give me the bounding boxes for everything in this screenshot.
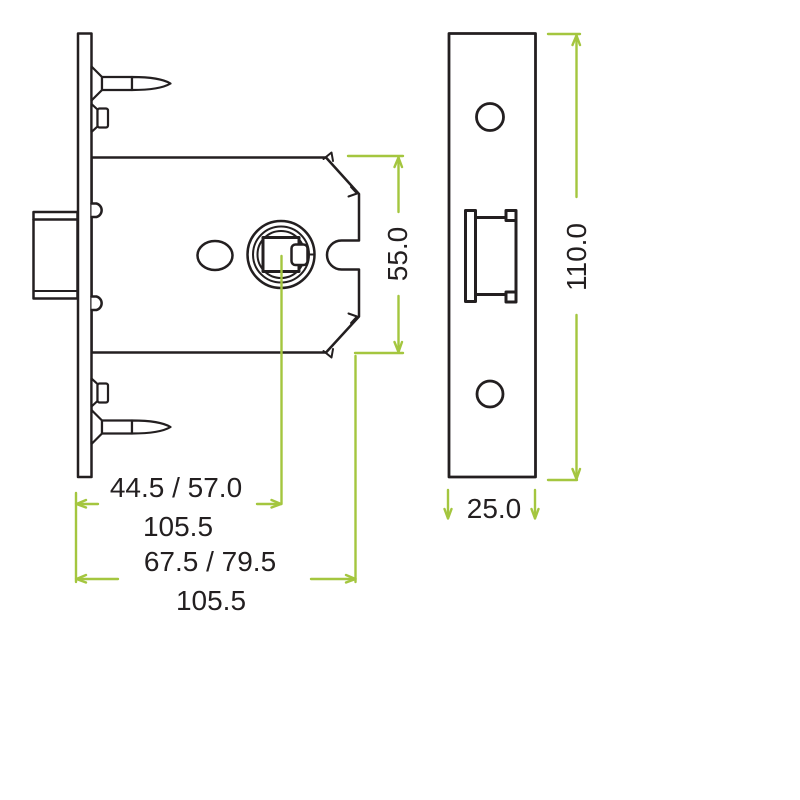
latch-bolt-side <box>32 210 79 300</box>
screw-hole-bottom <box>475 379 505 409</box>
label-case-depth: 67.5 / 79.5 <box>144 546 276 577</box>
dimension-labels: 44.5 / 57.0 105.5 67.5 / 79.5 105.5 55.0… <box>110 223 592 616</box>
spindle-tab <box>290 243 309 267</box>
fixing-pin-bottom <box>90 408 172 446</box>
dimension-lines <box>74 32 582 584</box>
arrow-left <box>75 498 88 509</box>
mounting-stub-bottom <box>90 377 110 408</box>
bolt-tab-bottom <box>504 290 518 304</box>
latch-bolt-front <box>464 209 518 304</box>
arrow-right <box>270 498 283 509</box>
arrow-down <box>393 340 404 354</box>
label-faceplate-width: 25.0 <box>467 493 522 524</box>
label-faceplate-length: 110.0 <box>561 223 592 291</box>
side-view <box>32 32 361 479</box>
bolt-flange <box>464 209 477 303</box>
break-mark <box>347 186 358 198</box>
arrow-down <box>443 507 453 520</box>
arrow-right <box>344 573 357 584</box>
dim-case-height <box>346 154 405 355</box>
label-backset: 44.5 / 57.0 <box>110 472 242 503</box>
label-backset-alt: 105.5 <box>143 511 213 542</box>
mounting-stub-top <box>90 102 110 134</box>
arrow-down <box>530 507 540 520</box>
fixing-pin-top <box>90 65 172 102</box>
screw-hole-top <box>475 102 505 132</box>
break-mark <box>322 348 334 359</box>
arrow-down <box>571 467 582 481</box>
faceplate-side <box>76 32 93 479</box>
dim-backset <box>74 254 283 584</box>
case-lug-top <box>90 202 103 219</box>
break-mark <box>322 151 334 162</box>
dim-faceplate-width <box>443 488 540 520</box>
spindle-follower <box>246 219 316 290</box>
bolt-tab-top <box>504 209 518 222</box>
arrow-up <box>393 156 404 169</box>
dim-case-depth <box>74 354 357 584</box>
case-lug-bottom <box>90 295 103 312</box>
arrow-up <box>571 34 582 47</box>
front-view <box>447 32 537 479</box>
oval-hole <box>196 239 234 272</box>
break-mark <box>347 312 358 324</box>
label-case-depth-alt: 105.5 <box>176 585 246 616</box>
part-outlines <box>32 32 537 479</box>
arrow-left <box>75 573 88 584</box>
dim-faceplate-length <box>546 32 582 482</box>
label-case-height: 55.0 <box>382 227 413 282</box>
